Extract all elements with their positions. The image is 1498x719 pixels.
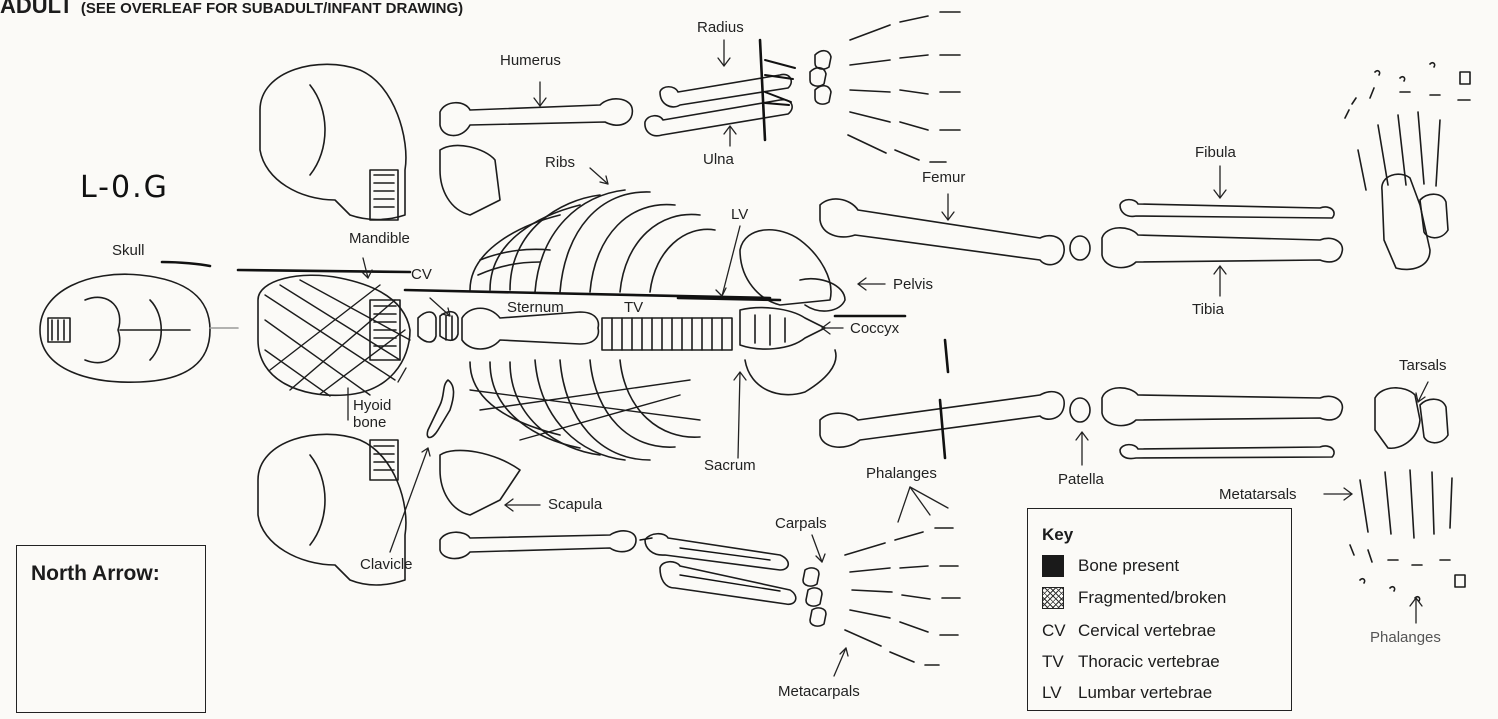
key-row-cv: CV Cervical vertebrae [1042,621,1216,641]
clavicle [427,380,453,438]
hand-lower [803,528,960,665]
label-phalanges-foot: Phalanges [1370,630,1441,645]
cervical-vertebrae [418,312,458,342]
label-tibia: Tibia [1192,302,1224,317]
label-metacarpals: Metacarpals [778,684,860,699]
label-radius: Radius [697,20,744,35]
hand-upper [810,12,960,162]
key-text: Cervical vertebrae [1078,621,1216,641]
fibula-lower [1120,445,1334,459]
foot-lower [1350,388,1465,601]
handwritten-id: L-0.G [80,170,169,205]
vertebral-column [602,318,732,350]
foot-upper [1345,63,1470,270]
tibia-lower [1102,388,1342,426]
label-phalanges-hand: Phalanges [866,466,937,481]
label-cv: CV [411,267,432,282]
key-text: Bone present [1078,556,1179,576]
patella-upper [1070,236,1090,260]
label-skull: Skull [112,243,145,258]
key-text: Thoracic vertebrae [1078,652,1220,672]
ribs-lower [470,360,700,460]
label-tarsals: Tarsals [1399,358,1447,373]
humerus-lower [440,531,636,559]
key-row-tv: TV Thoracic vertebrae [1042,652,1220,672]
label-ulna: Ulna [703,152,734,167]
label-patella: Patella [1058,472,1104,487]
forearm-lower [645,534,796,605]
key-abbr: CV [1042,621,1064,641]
key-text: Lumbar vertebrae [1078,683,1212,703]
skull-lateral-upper [260,64,406,220]
key-abbr: LV [1042,683,1064,703]
label-ribs: Ribs [545,155,575,170]
tibia-upper [1102,228,1342,268]
label-coccyx: Coccyx [850,321,899,336]
key-title: Key [1042,525,1073,545]
skull-central [258,275,410,396]
label-humerus: Humerus [500,53,561,68]
label-sternum: Sternum [507,300,564,315]
patella-lower [1070,398,1090,422]
label-fibula: Fibula [1195,145,1236,160]
label-scapula: Scapula [548,497,602,512]
label-pelvis: Pelvis [893,277,933,292]
label-mandible: Mandible [349,231,410,246]
scapula-upper [440,145,500,215]
label-carpals: Carpals [775,516,827,531]
skull-top-view [40,274,238,382]
solid-square-icon [1042,555,1064,577]
label-clavicle: Clavicle [360,557,413,572]
key-row-bone-present: Bone present [1042,555,1179,577]
key-row-fragmented: Fragmented/broken [1042,587,1226,609]
label-sacrum: Sacrum [704,458,756,473]
fibula-upper [1120,200,1334,218]
key-row-lv: LV Lumbar vertebrae [1042,683,1212,703]
label-femur: Femur [922,170,965,185]
ribs-upper [470,190,715,292]
sacrum [740,308,825,349]
label-metatarsals: Metatarsals [1219,487,1297,502]
label-hyoid-line2: bone [353,415,386,430]
label-lv: LV [731,207,748,222]
key-text: Fragmented/broken [1078,588,1226,608]
label-tv: TV [624,300,643,315]
femur-upper [820,199,1064,265]
label-hyoid: Hyoid [353,398,391,413]
key-box: Key Bone present Fragmented/broken CV Ce… [1027,508,1292,711]
north-arrow-title: North Arrow: [31,562,160,586]
hatched-square-icon [1042,587,1064,609]
north-arrow-box: North Arrow: [16,545,206,713]
humerus-upper [440,99,632,136]
key-abbr: TV [1042,652,1064,672]
